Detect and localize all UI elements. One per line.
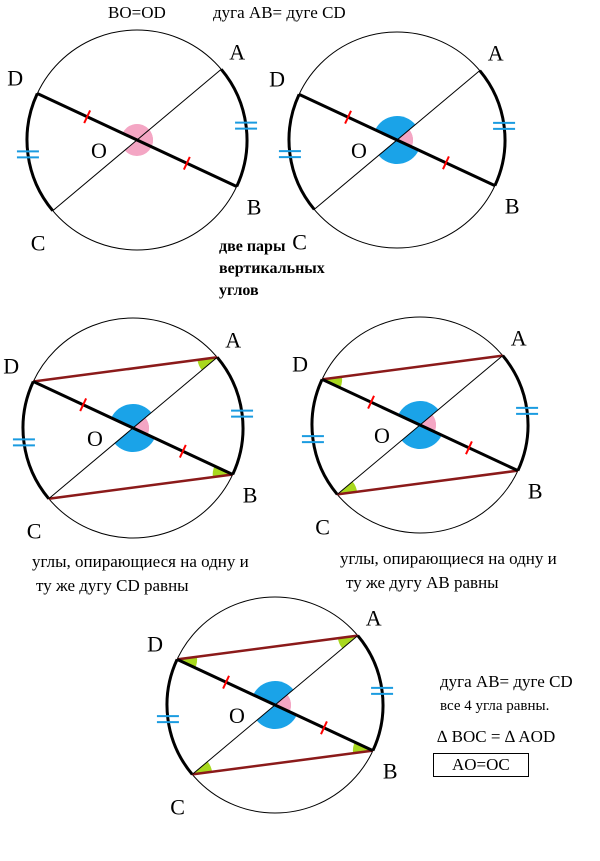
- equal-segment-tick: [79, 397, 88, 412]
- diameter-DB: [176, 657, 374, 753]
- point-label-O: O: [91, 138, 107, 163]
- point-label-A: A: [229, 39, 245, 64]
- point-label-O: O: [374, 423, 390, 448]
- point-label-C: C: [170, 794, 185, 819]
- vertical-angle-bottom: [401, 425, 442, 450]
- arc-AB: [478, 69, 507, 187]
- point-label-C: C: [315, 514, 330, 539]
- point-label-A: A: [225, 327, 241, 352]
- equal-segment-tick: [320, 721, 328, 735]
- arc-CD: [287, 93, 316, 211]
- equal-segment-tick: [465, 441, 473, 455]
- arc-CD: [310, 378, 339, 496]
- caption-line: две пары: [219, 238, 286, 255]
- vertical-angle-bottom: [256, 705, 297, 729]
- caption-line: ту же дугу AB равны: [346, 573, 499, 592]
- caption-line: углы, опирающиеся на одну и: [340, 549, 557, 568]
- caption-arc-equal-bottom: дуга AB= дуге CD: [440, 672, 573, 691]
- point-label-D: D: [269, 66, 285, 91]
- point-label-B: B: [505, 194, 520, 219]
- arc-CD: [25, 92, 54, 212]
- point-label-A: A: [488, 41, 504, 66]
- arc-CD: [165, 658, 194, 776]
- arc-AB: [216, 356, 245, 476]
- point-label-O: O: [229, 703, 245, 728]
- equal-segment-tick: [222, 675, 230, 689]
- arc-CD: [21, 380, 50, 500]
- point-label-A: A: [366, 606, 382, 631]
- equal-segment-tick: [442, 156, 450, 170]
- point-label-B: B: [243, 482, 258, 507]
- caption-conclusion-box: AO=OC: [433, 753, 529, 777]
- vertical-angle-bottom: [114, 428, 155, 453]
- point-label-D: D: [3, 354, 19, 379]
- arc-AB: [501, 354, 530, 472]
- chord-DA: [33, 356, 218, 383]
- caption-line: вертикальных: [219, 260, 325, 277]
- caption-triangles-equal: ∆ BOC = ∆ AOD: [437, 727, 556, 746]
- point-label-D: D: [292, 351, 308, 376]
- point-label-B: B: [528, 479, 543, 504]
- point-label-A: A: [511, 326, 527, 351]
- vertical-angle-right: [420, 414, 436, 432]
- caption-line: ту же дугу CD равны: [36, 576, 189, 595]
- point-label-C: C: [292, 229, 307, 254]
- caption-all-equal: все 4 угла равны.: [440, 698, 550, 714]
- point-label-O: O: [351, 138, 367, 163]
- chord-CB: [337, 469, 519, 496]
- caption-vertical-pairs: две пары вертикальных углов: [219, 236, 325, 302]
- diameter-DB: [36, 92, 238, 188]
- chord-CB: [192, 749, 374, 776]
- point-label-C: C: [27, 519, 42, 544]
- caption-line: углов: [219, 282, 259, 299]
- vertical-angle-right: [275, 694, 291, 712]
- chord-CB: [48, 473, 233, 500]
- point-label-B: B: [383, 759, 398, 784]
- caption-line: углы, опирающиеся на одну и: [32, 552, 249, 571]
- arc-AB: [220, 68, 249, 188]
- caption-bo-od: BO=OD: [108, 3, 166, 22]
- vertical-angle-bottom: [378, 140, 419, 164]
- diameter-DB: [32, 380, 234, 476]
- point-label-D: D: [147, 631, 163, 656]
- point-label-D: D: [7, 66, 23, 91]
- caption-ab-angles: углы, опирающиеся на одну и ту же дугу A…: [340, 547, 557, 595]
- arc-AB: [356, 634, 385, 752]
- vertical-angle-right: [137, 129, 154, 147]
- equal-segment-tick: [367, 395, 375, 409]
- equal-segment-tick: [182, 156, 191, 171]
- vertical-angle-right: [133, 417, 149, 435]
- caption-cd-angles: углы, опирающиеся на одну и ту же дугу C…: [32, 550, 249, 598]
- diameter-DB: [298, 92, 496, 188]
- point-label-C: C: [31, 231, 46, 256]
- caption-arc-equal-top: дуга AB= дуге CD: [213, 3, 346, 22]
- equal-segment-tick: [344, 110, 352, 124]
- point-label-O: O: [87, 426, 103, 451]
- diameter-DB: [321, 377, 519, 473]
- vertical-angle-right: [397, 129, 413, 147]
- chord-DA: [176, 634, 358, 661]
- point-label-B: B: [247, 194, 262, 219]
- chord-DA: [321, 354, 503, 381]
- equal-segment-tick: [178, 444, 187, 459]
- equal-segment-tick: [83, 109, 92, 124]
